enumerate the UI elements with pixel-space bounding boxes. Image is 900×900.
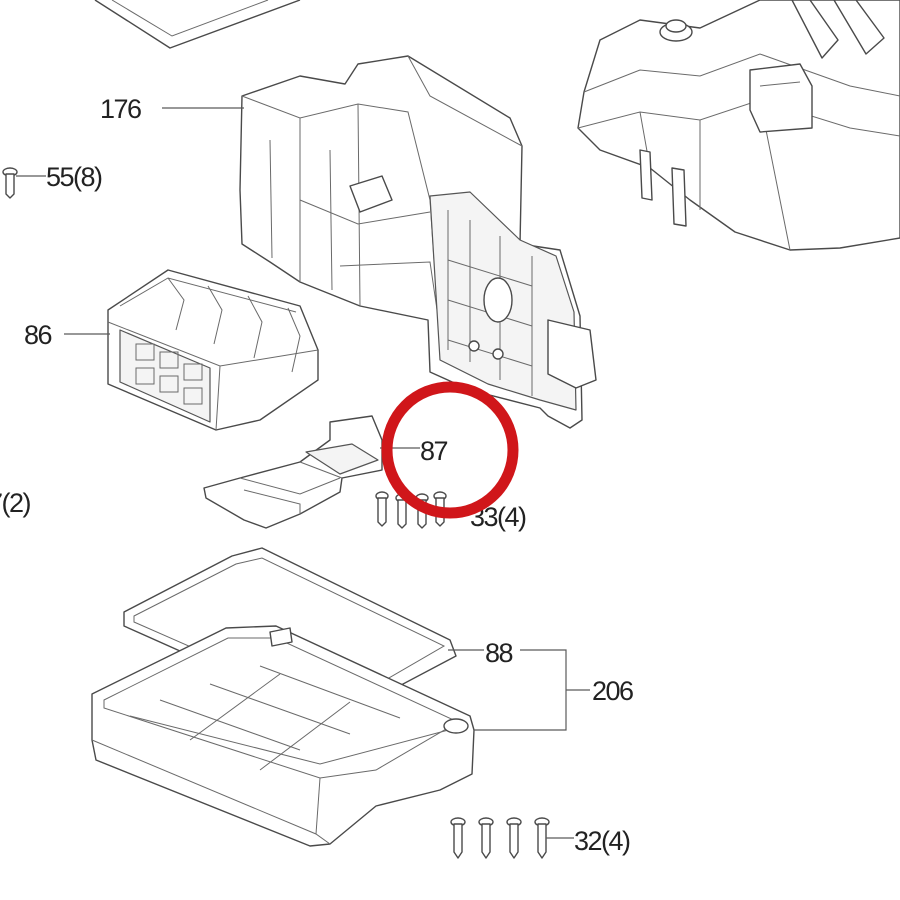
part-86-cell-holder bbox=[107, 269, 319, 431]
highlight-circle bbox=[381, 381, 519, 519]
label-2: 7(2) bbox=[0, 488, 31, 518]
label-88: 88 bbox=[485, 638, 513, 668]
label-87: 87 bbox=[420, 436, 448, 466]
screws-32 bbox=[450, 817, 550, 859]
leader-206-bracket bbox=[474, 649, 590, 731]
label-32: 32(4) bbox=[574, 826, 630, 856]
label-86: 86 bbox=[24, 320, 52, 350]
screw-55 bbox=[2, 167, 18, 199]
upper-housing-part bbox=[577, 0, 900, 251]
label-55: 55(8) bbox=[46, 162, 102, 192]
top-plate-fragment bbox=[94, 0, 301, 49]
label-176: 176 bbox=[100, 94, 141, 124]
part-87-bracket-plate bbox=[203, 415, 383, 529]
leader-lines bbox=[16, 107, 590, 839]
part-176-housing bbox=[239, 55, 597, 429]
part-206-bottom-tray bbox=[91, 625, 475, 847]
label-206: 206 bbox=[592, 676, 633, 706]
